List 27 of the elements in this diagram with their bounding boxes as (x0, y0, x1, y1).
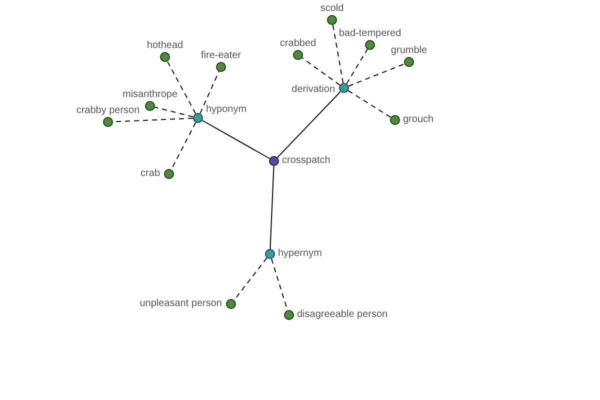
node-label: grumble (390, 45, 428, 57)
node-label: derivation (292, 84, 335, 96)
node-label: hothead (146, 40, 184, 52)
node-label: misanthrope (122, 89, 178, 101)
node-label: hypernym (278, 248, 322, 260)
dashed-connector (348, 90, 392, 118)
dashed-connector (166, 60, 196, 114)
connector-line (202, 120, 270, 159)
dashed-connector (200, 71, 220, 114)
dashed-connector (346, 48, 368, 84)
dashed-connector (154, 106, 194, 118)
dashed-connector (348, 63, 405, 87)
dashed-connector (332, 24, 344, 84)
connector-line (277, 91, 341, 158)
connector-line (270, 166, 274, 250)
dashed-connector (302, 57, 340, 86)
node-label: crosspatch (282, 155, 330, 167)
node-label: fire-eater (201, 50, 241, 62)
node-label: bad-tempered (338, 28, 402, 40)
node-label: unpleasant person (140, 298, 222, 310)
node-label: crabbed (280, 38, 316, 50)
node-label: hyponym (206, 104, 247, 116)
node-label: crab (140, 168, 160, 180)
node-label: disagreeable person (297, 309, 388, 321)
node-label: crabby person (76, 105, 140, 117)
node-label: grouch (403, 114, 434, 126)
node-label: scold (320, 3, 344, 15)
